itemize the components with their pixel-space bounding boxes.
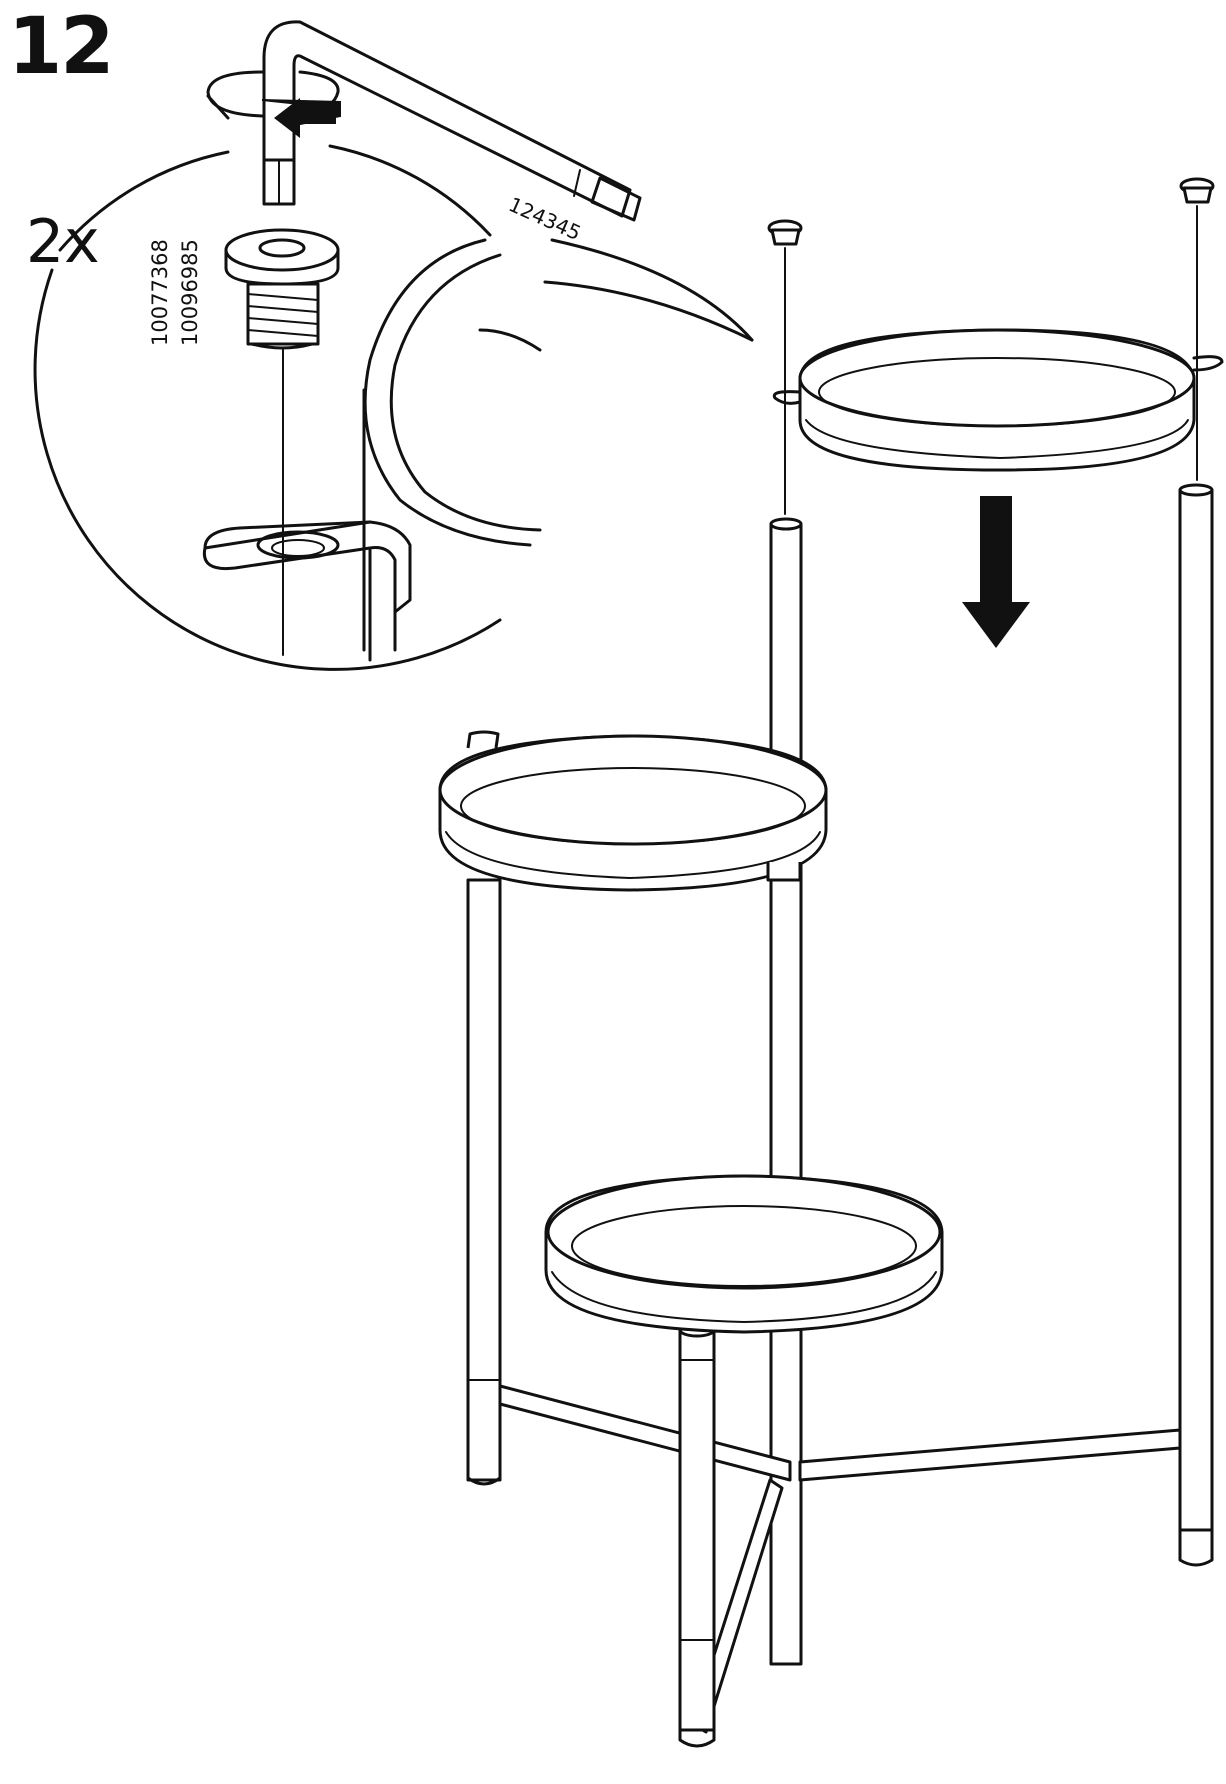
rotation-arrow-icon bbox=[206, 70, 341, 138]
part-number-label: 10096985 bbox=[178, 239, 202, 346]
magnified-bracket bbox=[202, 238, 542, 662]
part-number-label: 10077368 bbox=[148, 239, 172, 346]
detail-callout bbox=[33, 144, 754, 671]
pole-front bbox=[678, 1322, 716, 1748]
top-ring-tray bbox=[772, 328, 1224, 472]
base-frame bbox=[498, 1384, 1182, 1734]
screw-icon bbox=[224, 228, 340, 350]
lower-tray bbox=[544, 1174, 944, 1334]
top-screw-left bbox=[767, 219, 803, 515]
pole-right bbox=[1178, 483, 1214, 1567]
hex-key-icon bbox=[262, 20, 642, 222]
down-arrow-icon bbox=[962, 496, 1030, 648]
middle-tray bbox=[438, 730, 828, 892]
top-screw-right bbox=[1179, 177, 1215, 481]
quantity-label: 2x bbox=[26, 207, 100, 277]
pole-left bbox=[466, 878, 502, 1486]
step-number: 12 bbox=[8, 2, 115, 92]
